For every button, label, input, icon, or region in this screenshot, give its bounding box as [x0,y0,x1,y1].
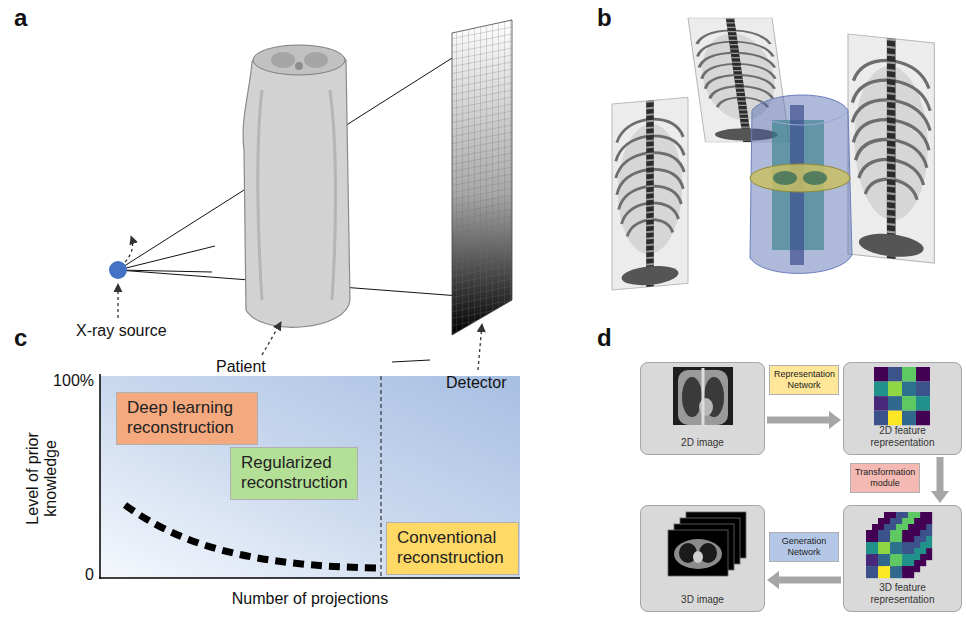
panel-caption: 3D image [645,594,760,606]
flow-arrow [931,457,949,503]
callout-label: X-ray source [76,322,167,340]
box-text: Deep learning reconstruction [127,398,247,439]
network-box: Representation Network [769,365,839,395]
arrow-head [767,571,779,589]
arrow-shaft [937,457,944,492]
panel-letter: d [597,324,612,352]
axis-title: Level of prior knowledge [24,419,61,537]
module-box: Transformation module [850,463,920,493]
panel-letter: b [597,4,612,32]
panel-caption: 2D image [645,437,760,449]
network-box: Generation Network [769,532,839,562]
panel-letter: c [14,324,27,352]
box-text: Representation Network [774,369,834,391]
method-box: Conventional reconstruction [386,522,519,575]
box-text: Generation Network [774,536,834,558]
arrow-head [931,491,949,503]
axis-title: Number of projections [232,590,389,608]
callout-label: Patient [216,358,266,376]
feature-panel: 2D feature representation [843,362,962,455]
box-text: Regularized reconstruction [241,453,347,494]
arrow-shaft [767,417,830,424]
flow-arrow [767,411,841,429]
feature-panel: 3D feature representation [843,505,962,612]
flow-arrow [767,571,841,589]
panel-letter: a [14,4,27,32]
panel-caption: 2D feature representation [848,425,957,449]
tick-label: 0 [85,566,94,584]
method-box: Deep learning reconstruction [116,392,258,445]
method-box: Regularized reconstruction [230,447,358,500]
panel-caption: 3D feature representation [848,582,957,606]
arrow-shaft [778,577,841,584]
tick-label: 100% [53,372,94,390]
image-panel: 3D image [640,505,765,612]
box-text: Conventional reconstruction [397,528,508,569]
box-text: Transformation module [855,467,915,489]
callout-label: Detector [446,374,506,392]
arrow-head [829,411,841,429]
image-panel: 2D image [640,362,765,455]
